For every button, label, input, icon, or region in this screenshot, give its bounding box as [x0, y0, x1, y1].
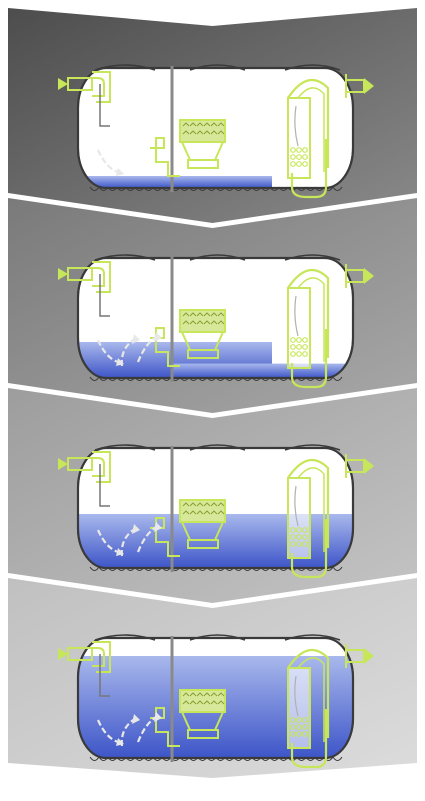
water-layer — [78, 176, 272, 188]
step-panel — [8, 388, 425, 603]
step-panel — [8, 198, 425, 413]
step-panel — [8, 8, 417, 223]
water-level — [78, 176, 272, 188]
step-panel — [8, 578, 425, 778]
